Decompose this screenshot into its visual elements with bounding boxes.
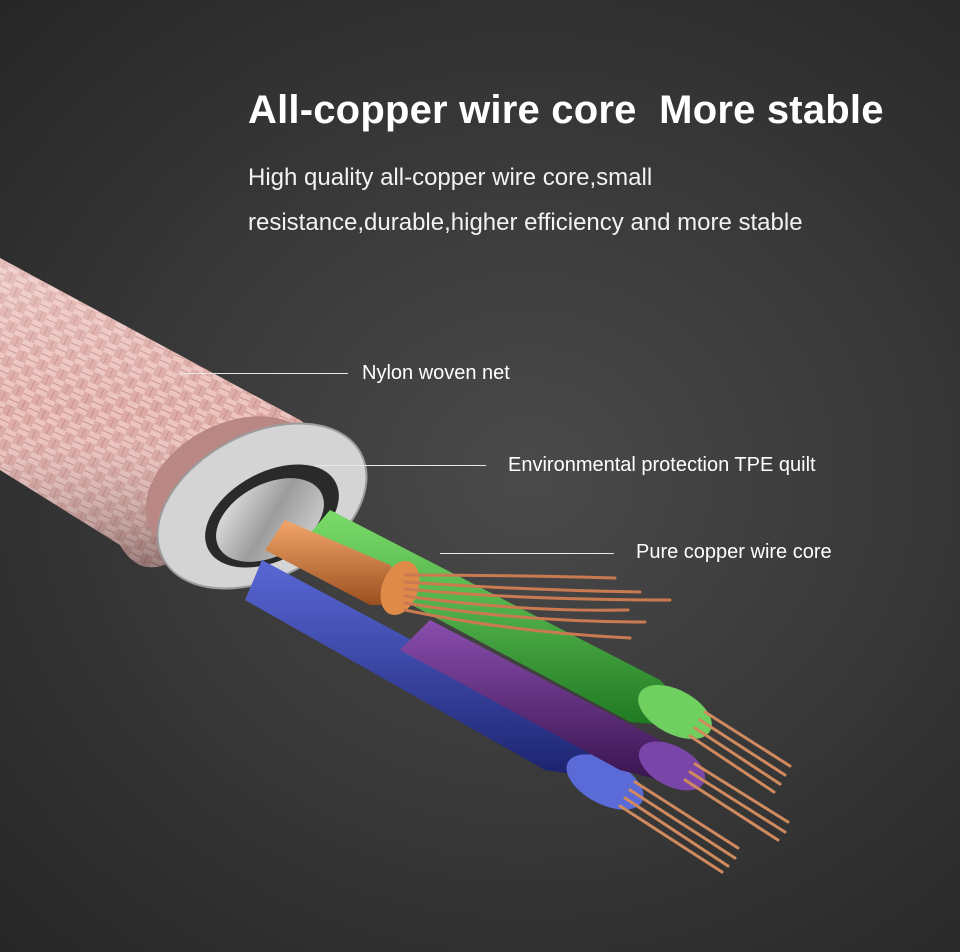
subtext-line-2: resistance,durable,higher efficiency and… xyxy=(248,209,803,236)
leader-line-tpe xyxy=(314,465,486,466)
subtext-line-1: High quality all-copper wire core,small xyxy=(248,164,653,191)
callout-copper-core: Pure copper wire core xyxy=(636,541,832,563)
purple-wire xyxy=(400,620,790,842)
callout-tpe-quilt: Environmental protection TPE quilt xyxy=(508,454,816,476)
orange-wire xyxy=(265,520,672,640)
headline: All-copper wire core More stable xyxy=(248,88,884,132)
leader-line-braid xyxy=(180,373,348,374)
callout-nylon-woven-net: Nylon woven net xyxy=(362,362,510,384)
leader-line-copper xyxy=(440,553,614,554)
green-wire xyxy=(300,510,792,794)
